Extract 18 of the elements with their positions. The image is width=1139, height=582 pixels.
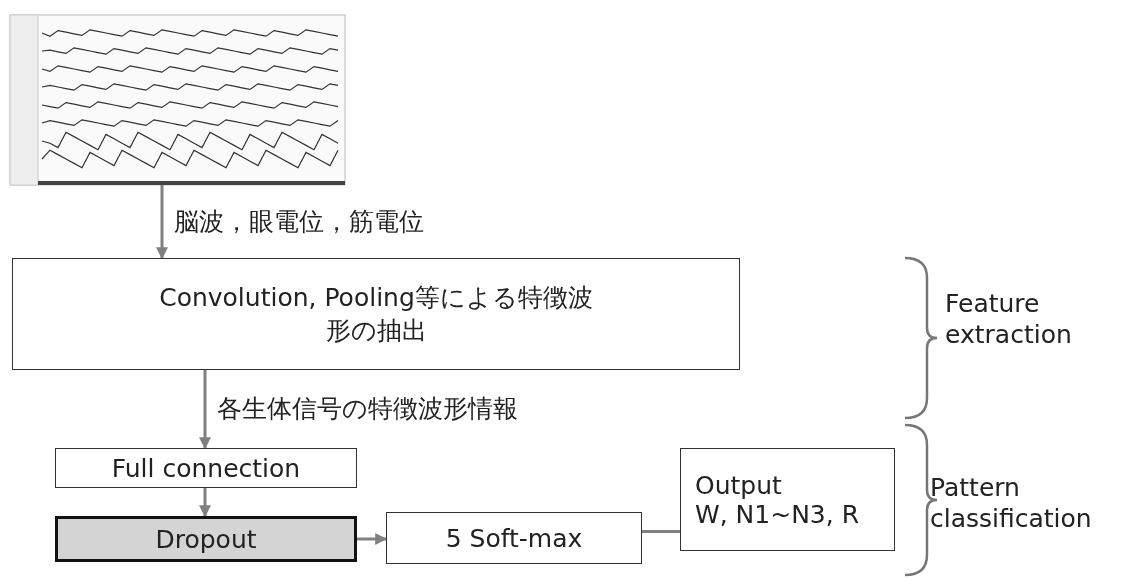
node-text: Convolution, Pooling等による特徴波形の抽出 <box>158 282 594 347</box>
arrow <box>156 185 168 260</box>
process-box <box>55 516 357 562</box>
arrow <box>199 488 211 518</box>
node-text: W, N1~N3, R <box>695 499 860 529</box>
node-text: 5 Soft-max <box>445 523 583 553</box>
process-box <box>55 448 357 488</box>
callout-box <box>680 448 895 551</box>
node-text: Output <box>695 470 782 500</box>
picture <box>9 14 346 186</box>
section-label: Pattern classification <box>930 472 1093 535</box>
node-text: Dropout <box>155 524 257 554</box>
arrow <box>199 370 211 450</box>
process-box <box>12 258 740 370</box>
arrow <box>357 533 388 545</box>
node-text: Full connection <box>111 453 301 483</box>
section-label: Feature extraction <box>945 288 1073 351</box>
process-box <box>386 512 642 564</box>
